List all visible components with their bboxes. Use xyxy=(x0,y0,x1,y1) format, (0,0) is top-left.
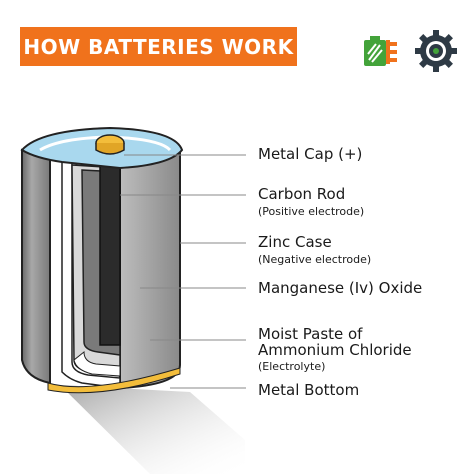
label-paste-line2: Ammonium Chloride xyxy=(258,341,412,359)
label-carbon-rod: Carbon Rod xyxy=(258,185,346,203)
inner-base xyxy=(73,350,121,377)
title-banner: HOW BATTERIES WORK xyxy=(20,27,297,66)
zinc-case-left-wall xyxy=(21,148,51,385)
gear-badge-logo-icon xyxy=(415,30,457,72)
label-zinc-case-sub: (Negative electrode) xyxy=(258,253,372,266)
label-carbon-rod-sub: (Positive electrode) xyxy=(258,205,365,218)
label-paste-sub: (Electrolyte) xyxy=(258,360,326,373)
energy-battery-logo-icon xyxy=(364,36,397,66)
label-manganese: Manganese (Iv) Oxide xyxy=(258,279,423,297)
label-metal-bottom: Metal Bottom xyxy=(258,381,360,399)
battery-shadow xyxy=(60,385,245,474)
metal-cap-side xyxy=(95,143,125,155)
label-metal-cap: Metal Cap (+) xyxy=(258,145,363,163)
zinc-case-outer xyxy=(119,143,181,390)
label-zinc-case: Zinc Case xyxy=(258,233,332,251)
page-title: HOW BATTERIES WORK xyxy=(23,34,294,59)
logos xyxy=(364,30,457,72)
metal-bottom xyxy=(47,367,181,394)
carbon-rod xyxy=(99,149,121,346)
label-paste-line1: Moist Paste of xyxy=(258,325,363,343)
